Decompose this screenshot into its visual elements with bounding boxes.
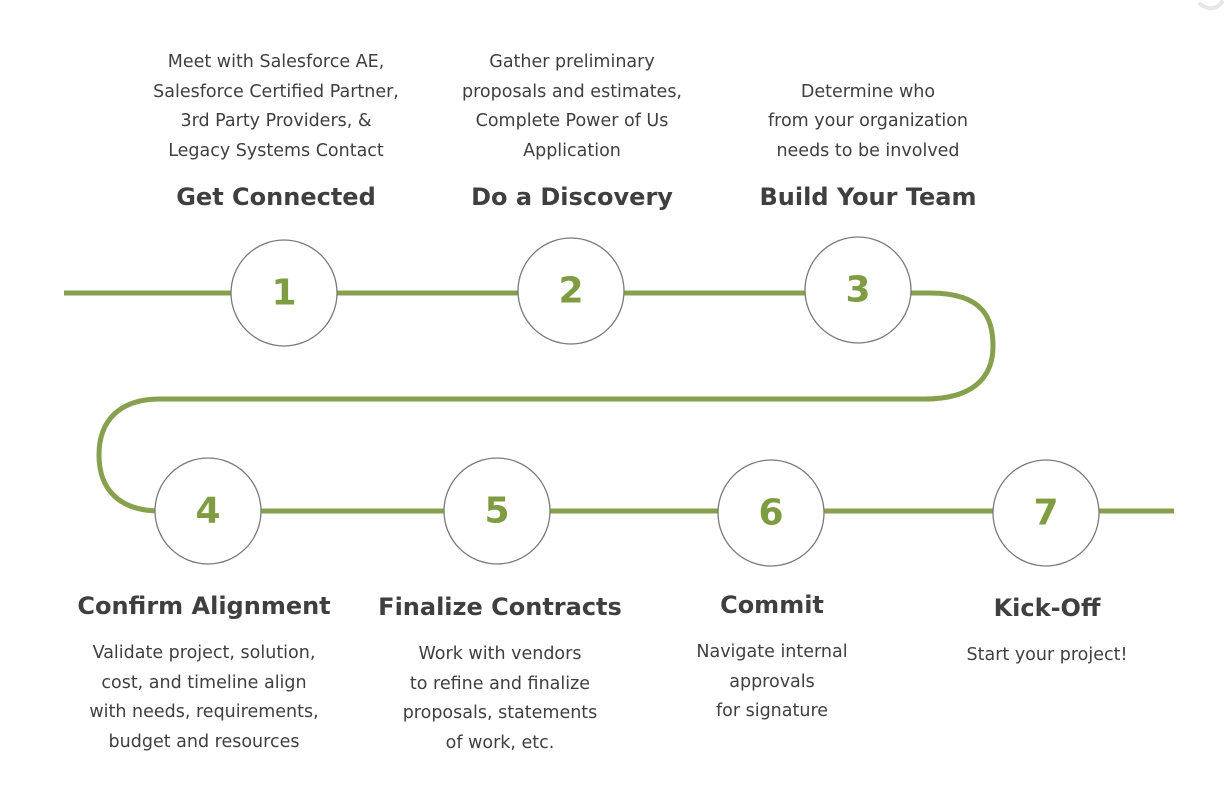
step-do-a-discovery: Gather preliminary proposals and estimat… [422, 35, 722, 212]
step-confirm-alignment: Confirm Alignment Validate project, solu… [54, 591, 354, 757]
step-title: Confirm Alignment [77, 592, 331, 620]
step-circle-7 [992, 459, 1100, 567]
step-title: Commit [720, 591, 824, 619]
step-title: Get Connected [176, 183, 376, 211]
step-description: Meet with Salesforce AE, Salesforce Cert… [153, 52, 399, 161]
step-description: Determine who from your organization nee… [767, 81, 968, 161]
step-number-3: 3 [845, 270, 870, 311]
step-circle-6 [717, 459, 825, 567]
step-build-your-team: Determine who from your organization nee… [718, 60, 1018, 212]
step-get-connected: Meet with Salesforce AE, Salesforce Cert… [126, 38, 426, 212]
step-number-5: 5 [484, 491, 509, 532]
step-number-2: 2 [558, 271, 583, 312]
step-finalize-contracts: Finalize Contracts Work with vendors to … [350, 592, 650, 758]
step-circle-1 [230, 239, 338, 347]
step-title: Kick-Off [993, 594, 1101, 622]
corner-decoration [1198, 0, 1224, 11]
step-circle-2 [517, 237, 625, 345]
step-title: Build Your Team [759, 183, 977, 211]
step-description: Start your project! [966, 645, 1128, 665]
step-description: Validate project, solution, cost, and ti… [89, 643, 319, 752]
step-description: Navigate internal approvals for signatur… [696, 642, 848, 721]
step-number-7: 7 [1033, 493, 1058, 534]
timeline-connector-line [64, 290, 1174, 514]
step-description: Gather preliminary proposals and estimat… [462, 52, 682, 161]
step-kick-off: Kick-Off Start your project! [897, 593, 1197, 671]
step-circle-3 [804, 236, 912, 344]
step-title: Finalize Contracts [378, 593, 622, 621]
step-number-6: 6 [758, 493, 783, 534]
step-description: Work with vendors to refine and finalize… [402, 644, 598, 753]
step-number-1: 1 [271, 273, 296, 314]
step-circle-4 [154, 457, 262, 565]
step-circle-5 [443, 457, 551, 565]
step-title: Do a Discovery [471, 183, 673, 211]
step-commit: Commit Navigate internal approvals for s… [622, 590, 922, 727]
step-number-4: 4 [195, 491, 220, 532]
